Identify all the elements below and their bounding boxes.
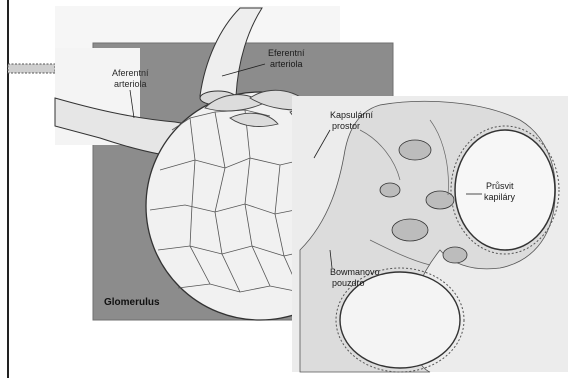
dotted-bar [8, 64, 55, 73]
efferent-label-line2: arteriola [270, 59, 303, 69]
faded-background-page [55, 6, 340, 48]
lumen-label-line2: kapiláry [484, 192, 516, 202]
efferent-label-line1: Eferentní [268, 48, 305, 58]
bowman-label-line2: pouzdro [332, 278, 365, 288]
capsular-label-line1: Kapsulární [330, 110, 374, 120]
afferent-label-line2: arteriola [114, 79, 147, 89]
lumen-label-line1: Průsvit [486, 181, 514, 191]
micrograph-panel [292, 96, 568, 372]
figure-title: Glomerulus [104, 297, 160, 308]
bowman-label-line1: Bowmanovo [330, 267, 380, 277]
capsular-label-line2: prostor [332, 121, 360, 131]
afferent-label-line1: Aferentní [112, 68, 149, 78]
